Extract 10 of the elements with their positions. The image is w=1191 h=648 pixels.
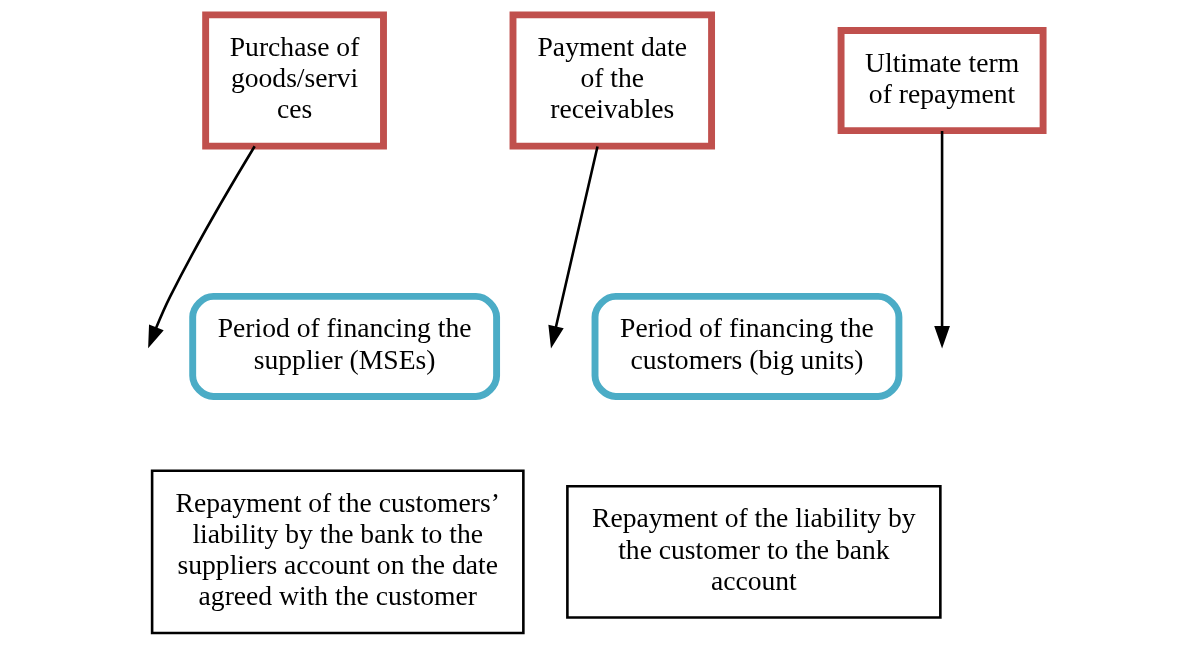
arrow bbox=[147, 145, 256, 349]
node-box: Repayment of the liability by the customer to the bank account bbox=[565, 485, 942, 619]
node-box: Ultimate term of repayment bbox=[837, 27, 1047, 135]
node-box: Purchase of goods/servi ces bbox=[201, 11, 387, 150]
arrow bbox=[547, 146, 599, 349]
node-box: Period of financing the supplier (MSEs) bbox=[188, 292, 500, 400]
node-box: Repayment of the customers’ liability by the bank to the suppliers account on the date agreed with the customer bbox=[150, 469, 525, 635]
arrow bbox=[933, 131, 950, 349]
node-box: Payment date of the receivables bbox=[509, 11, 715, 150]
node-box: Period of financing the customers (big units) bbox=[591, 292, 902, 400]
